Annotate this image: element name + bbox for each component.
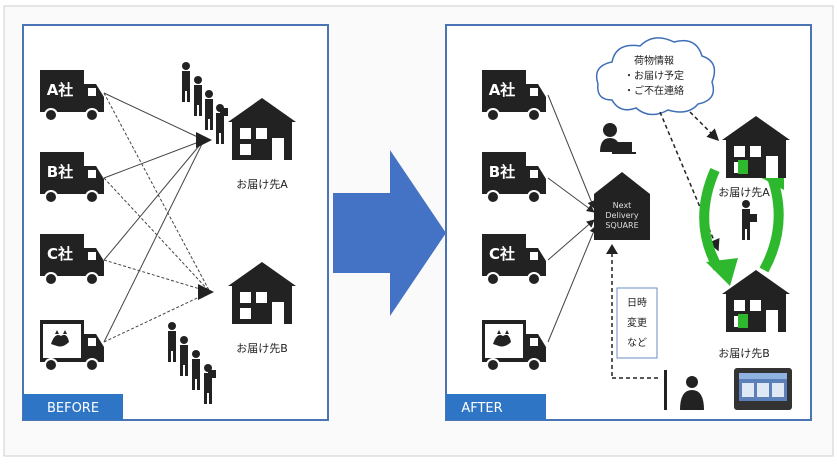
after-truck-c-label: C社 bbox=[489, 245, 515, 263]
delivery-workers-a-icon bbox=[182, 62, 228, 144]
truck-a-label: A社 bbox=[47, 81, 74, 99]
after-truck-b-label: B社 bbox=[489, 163, 515, 181]
customer-icon bbox=[664, 370, 704, 410]
operator-icon bbox=[600, 123, 636, 154]
note-line2: 変更 bbox=[627, 316, 647, 329]
transition-arrow-icon bbox=[333, 150, 446, 316]
after-delivery-worker-icon bbox=[742, 200, 757, 240]
before-panel: A社 B社 C社 お届け先A お届け先B bbox=[22, 24, 329, 421]
hub-label-line2: Delivery bbox=[605, 211, 638, 220]
route-arrow-b-icon bbox=[198, 284, 214, 300]
after-routes bbox=[547, 94, 598, 343]
note-line1: 日時 bbox=[627, 297, 647, 309]
before-label-badge bbox=[23, 394, 123, 420]
note-box bbox=[616, 287, 658, 359]
after-label: AFTER bbox=[461, 401, 502, 416]
after-dest-b-label: お届け先B bbox=[718, 347, 770, 360]
after-dest-a-label: お届け先A bbox=[718, 186, 770, 199]
cloud-line2: ・お届け予定 bbox=[624, 69, 684, 82]
after-dashed-links bbox=[611, 111, 720, 379]
before-dest-b-label: お届け先B bbox=[236, 342, 288, 355]
cloud-line3: ・ご不在連絡 bbox=[624, 84, 684, 97]
truck-b-label: B社 bbox=[47, 163, 73, 181]
after-panel: A社 B社 C社 Next Delivery SQUARE 荷物情報 ・お届 bbox=[445, 24, 812, 421]
after-house-b-icon bbox=[722, 270, 790, 332]
cycle-head-bottom-icon bbox=[706, 258, 738, 286]
before-dest-a-label: お届け先A bbox=[236, 178, 288, 191]
cloud-line1: 荷物情報 bbox=[634, 54, 674, 67]
after-truck-cat-icon bbox=[481, 319, 547, 372]
before-label: BEFORE bbox=[47, 401, 99, 416]
hub-label-line1: Next bbox=[613, 201, 632, 210]
before-routes bbox=[103, 92, 211, 343]
after-label-badge bbox=[446, 394, 546, 420]
note-line3: など bbox=[627, 337, 647, 349]
after-house-a-icon bbox=[722, 116, 790, 178]
hub-building-icon bbox=[594, 172, 650, 240]
route-arrow-a-icon bbox=[196, 132, 212, 148]
after-truck-a-label: A社 bbox=[489, 81, 516, 99]
truck-cat-icon bbox=[39, 319, 105, 372]
delivery-workers-b-icon bbox=[168, 322, 216, 404]
up-arrow-icon bbox=[606, 244, 618, 254]
truck-c-label: C社 bbox=[47, 245, 73, 263]
cloud-shape-icon bbox=[595, 37, 716, 116]
monitor-icon bbox=[734, 368, 792, 410]
hub-label-line3: SQUARE bbox=[605, 221, 638, 230]
